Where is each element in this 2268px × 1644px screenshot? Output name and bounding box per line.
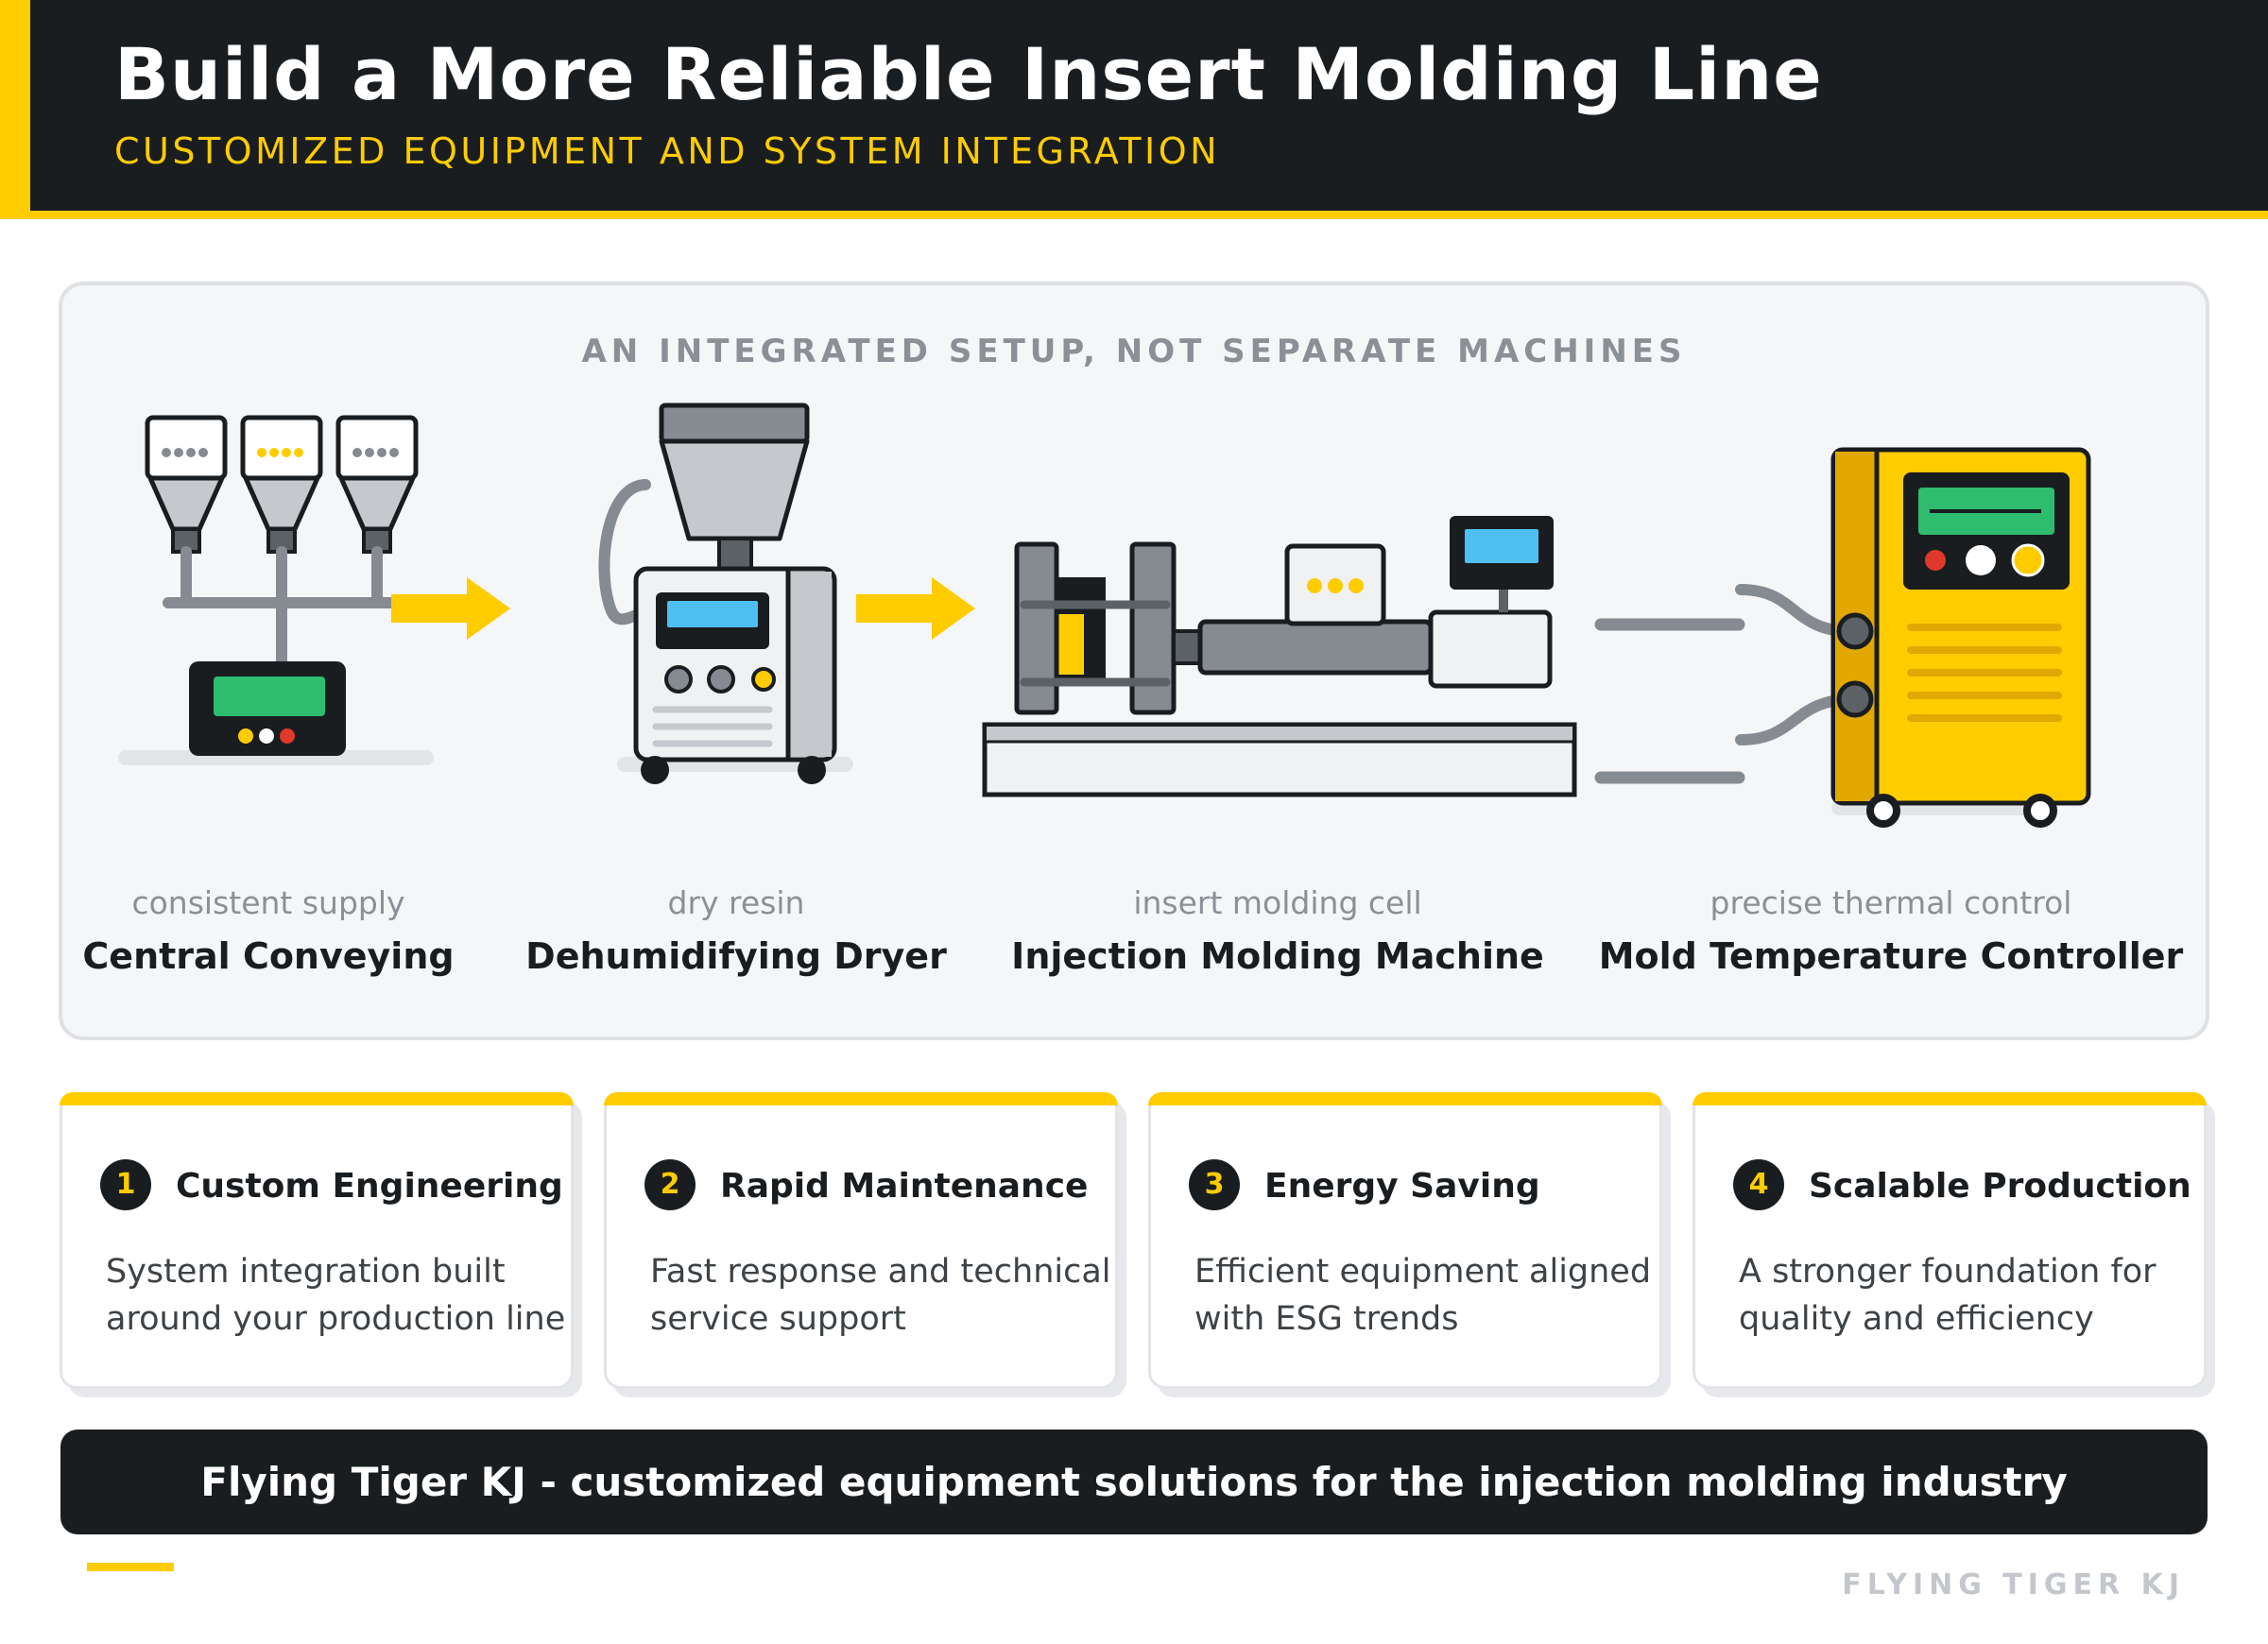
injection-molding-machine-icon [982, 516, 1577, 797]
card-accent-bar [604, 1092, 1118, 1105]
panel-title: AN INTEGRATED SETUP, NOT SEPARATE MACHIN… [581, 333, 1687, 370]
card-title: Energy Saving [1264, 1167, 1540, 1206]
arrow-right-icon [856, 577, 975, 640]
header-accent-bar [0, 0, 30, 219]
stage-caption-dryer: dry resin [667, 884, 805, 921]
arrow-right-icon [391, 577, 510, 640]
mold-temperature-controller-icon [1735, 447, 2091, 828]
process-illustration [118, 402, 2091, 828]
central-conveying-icon [118, 415, 434, 765]
card-description: A stronger foundation for quality and ef… [1739, 1253, 2156, 1338]
stage-caption-mtc: precise thermal control [1710, 884, 2072, 921]
page-subtitle: CUSTOMIZED EQUIPMENT AND SYSTEM INTEGRAT… [114, 130, 1221, 172]
card-number-badge: 2 [644, 1159, 696, 1210]
feature-card-scalable-production: 4 Scalable Production A stronger foundat… [1692, 1092, 2207, 1389]
card-accent-bar [60, 1092, 574, 1105]
footer-brand: FLYING TIGER KJ [1842, 1568, 2185, 1601]
card-description: Efficient equipment aligned with ESG tre… [1194, 1253, 1652, 1338]
card-description: System integration built around your pro… [106, 1253, 566, 1338]
stage-caption-molding: insert molding cell [1133, 884, 1422, 921]
stage-name-dryer: Dehumidifying Dryer [525, 935, 947, 977]
stage-name-conveying: Central Conveying [82, 935, 455, 977]
stage-name-mtc: Mold Temperature Controller [1598, 935, 2184, 977]
process-panel: AN INTEGRATED SETUP, NOT SEPARATE MACHIN… [59, 282, 2209, 1040]
card-number-badge: 1 [100, 1159, 151, 1210]
feature-card-custom-engineering: 1 Custom Engineering System integration … [60, 1092, 574, 1389]
card-number-badge: 4 [1733, 1159, 1784, 1210]
footer-tagline-banner: Flying Tiger KJ - customized equipment s… [60, 1430, 2208, 1534]
feature-card-rapid-maintenance: 2 Rapid Maintenance Fast response and te… [604, 1092, 1118, 1389]
stage-caption-conveying: consistent supply [131, 884, 405, 921]
page-header: Build a More Reliable Insert Molding Lin… [0, 0, 2268, 219]
dehumidifying-dryer-icon [598, 402, 853, 784]
card-accent-bar [1148, 1092, 1662, 1105]
card-title: Scalable Production [1809, 1167, 2191, 1206]
card-title: Custom Engineering [176, 1167, 563, 1206]
stage-name-molding: Injection Molding Machine [1011, 935, 1544, 977]
page-title: Build a More Reliable Insert Molding Lin… [114, 32, 1823, 116]
connector-lines [1594, 618, 1745, 784]
card-description: Fast response and technical service supp… [650, 1253, 1111, 1338]
card-title: Rapid Maintenance [720, 1167, 1089, 1206]
footer-accent-line [87, 1563, 174, 1571]
feature-card-energy-saving: 3 Energy Saving Efficient equipment alig… [1148, 1092, 1662, 1389]
card-accent-bar [1692, 1092, 2207, 1105]
card-number-badge: 3 [1189, 1159, 1240, 1210]
